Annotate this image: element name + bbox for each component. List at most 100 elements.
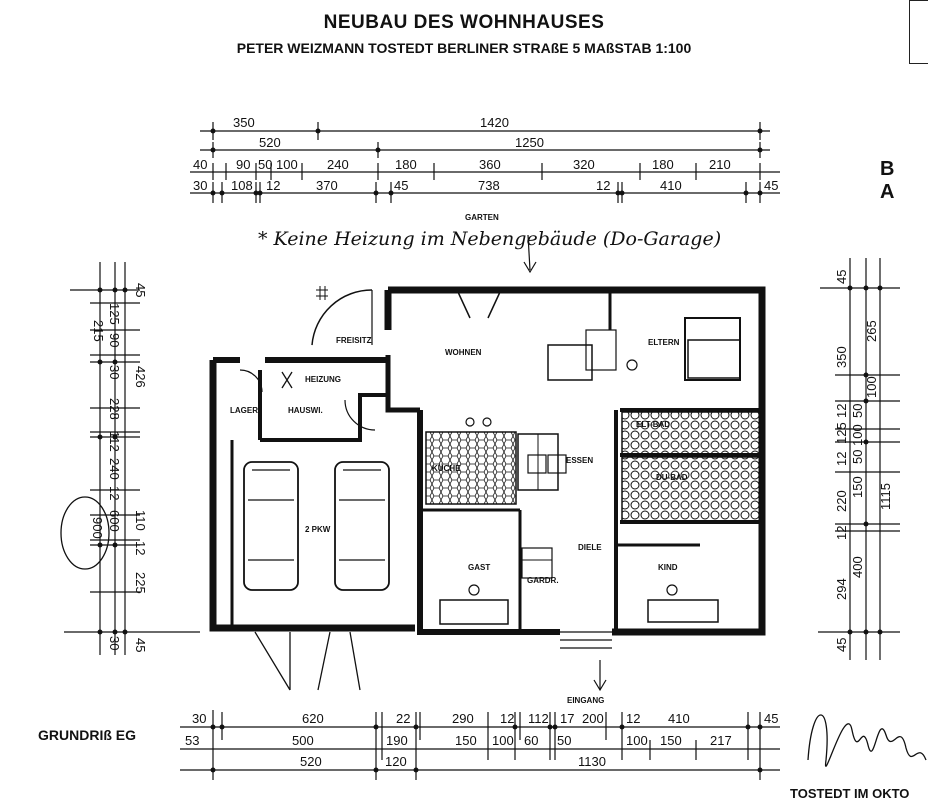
dim-bot-60: 60 <box>524 733 538 748</box>
dim-bot-150b: 150 <box>660 733 682 748</box>
room-label-wohnen: WOHNEN <box>445 348 482 357</box>
dim-bot-520: 520 <box>300 754 322 769</box>
dim-right-350: 350 <box>834 346 849 368</box>
dim-top-12b: 12 <box>596 178 610 193</box>
dim-bot-53: 53 <box>185 733 199 748</box>
room-label-heizung: HEIZUNG <box>305 375 341 384</box>
room-label-essen: ESSEN <box>566 456 593 465</box>
room-label-kind: KIND <box>658 563 678 572</box>
dim-bot-17: 17 <box>560 711 574 726</box>
dim-left-225: 225 <box>133 572 148 594</box>
dim-top-1250: 1250 <box>515 135 544 150</box>
room-label-elt-bad: ELT-BAD <box>636 420 670 429</box>
dim-top-180b: 180 <box>652 157 674 172</box>
dim-top-320: 320 <box>573 157 595 172</box>
dim-top-370: 370 <box>316 178 338 193</box>
dim-right-125: 125 <box>834 422 849 444</box>
dim-top-12: 12 <box>266 178 280 193</box>
title-block-frame <box>909 0 928 64</box>
top-dimension-chains <box>190 122 780 203</box>
room-label-freisitz: FREISITZ <box>336 336 372 345</box>
dim-bot-50: 50 <box>557 733 571 748</box>
dim-top-45b: 45 <box>764 178 778 193</box>
dim-top-520: 520 <box>259 135 281 150</box>
signature <box>807 714 927 767</box>
dim-top-360: 360 <box>479 157 501 172</box>
dim-right-100: 100 <box>864 376 879 398</box>
dim-top-350: 350 <box>233 115 255 130</box>
dim-bot-150: 150 <box>455 733 477 748</box>
plan-caption: GRUNDRIß EG <box>38 727 136 743</box>
dim-top-738: 738 <box>478 178 500 193</box>
room-label-hauswi: HAUSWI. <box>288 406 323 415</box>
dim-right-45: 45 <box>834 270 849 284</box>
dim-left-125: 125 <box>107 303 122 325</box>
dim-bot-112: 112 <box>528 711 549 726</box>
dim-left-90: 90 <box>107 333 122 347</box>
dim-top-108: 108 <box>231 178 253 193</box>
room-label-eingang: EINGANG <box>567 696 604 705</box>
dim-bot-410: 410 <box>668 711 690 726</box>
room-label-du-bad: DU-BAD <box>656 473 688 482</box>
right-dim-dots <box>847 285 883 635</box>
right-dimension-chains <box>818 258 900 660</box>
drawing-subtitle: PETER WEIZMANN TOSTEDT BERLINER STRAßE 5… <box>236 40 692 56</box>
dim-left-600: 600 <box>107 510 122 532</box>
dim-left-110: 110 <box>133 510 148 531</box>
dim-bot-217: 217 <box>710 733 732 748</box>
room-label-lager: LAGER <box>230 406 258 415</box>
dim-bot-120: 120 <box>385 754 407 769</box>
room-label-eltern: ELTERN <box>648 338 680 347</box>
dim-left-30b: 30 <box>107 636 122 650</box>
dim-top-100: 100 <box>276 157 298 172</box>
dim-bot-620: 620 <box>302 711 324 726</box>
dim-left-12: 12 <box>107 486 122 500</box>
dim-bot-190: 190 <box>386 733 408 748</box>
left-dim-dots <box>97 287 128 635</box>
dim-right-220: 220 <box>834 490 849 512</box>
dim-bot-12b: 12 <box>626 711 640 726</box>
bottom-dimension-chains <box>180 710 780 780</box>
top-dim-dots <box>210 128 763 196</box>
dim-top-1420: 1420 <box>480 115 509 130</box>
right-dimension-labels: 45 350 265 12 100 125 50 100 12 50 150 1… <box>834 270 893 652</box>
dim-right-294: 294 <box>834 578 849 600</box>
dim-right-45b: 45 <box>834 638 849 652</box>
dim-right-150: 150 <box>850 476 865 498</box>
dim-right-400: 400 <box>850 556 865 578</box>
drawing-title: NEUBAU DES WOHNHAUSES <box>323 12 605 33</box>
dim-right-12b: 12 <box>834 452 849 466</box>
dim-top-180: 180 <box>395 157 417 172</box>
dim-bot-100: 100 <box>492 733 514 748</box>
dim-bot-22: 22 <box>396 711 410 726</box>
dim-top-30: 30 <box>193 178 207 193</box>
handwritten-note: * Keine Heizung im Nebengebäude (Do-Gara… <box>258 228 721 250</box>
room-label-gast: GAST <box>468 563 490 572</box>
dim-top-240: 240 <box>327 157 349 172</box>
dim-top-210: 210 <box>709 157 731 172</box>
dim-left-426: 426 <box>133 366 148 388</box>
dim-right-100b: 100 <box>850 424 865 446</box>
dim-right-12c: 12 <box>834 526 849 540</box>
dim-right-50: 50 <box>850 404 865 418</box>
dim-bot-30: 30 <box>192 711 206 726</box>
dim-bot-45: 45 <box>764 711 778 726</box>
dim-left-215: 215 <box>91 320 106 342</box>
dim-left-30: 30 <box>107 365 122 379</box>
dim-left-240: 240 <box>107 458 122 480</box>
dim-bot-290: 290 <box>452 711 474 726</box>
dim-left-45: 45 <box>133 283 148 297</box>
room-label-kueche: KÜCHE <box>432 464 461 473</box>
dim-top-90: 90 <box>236 157 250 172</box>
dim-right-12: 12 <box>834 404 849 418</box>
side-sheet-label: B A <box>880 158 903 203</box>
dim-top-40: 40 <box>193 157 207 172</box>
dim-left-228: 228 <box>107 398 122 420</box>
dim-bot-1130: 1130 <box>578 754 606 769</box>
dim-bot-12: 12 <box>500 711 514 726</box>
dim-top-50: 50 <box>258 157 272 172</box>
circled-900-mark <box>60 496 110 570</box>
footer-location: TOSTEDT IM OKTO <box>790 786 910 801</box>
room-label-gardr: GARDR. <box>527 576 559 585</box>
